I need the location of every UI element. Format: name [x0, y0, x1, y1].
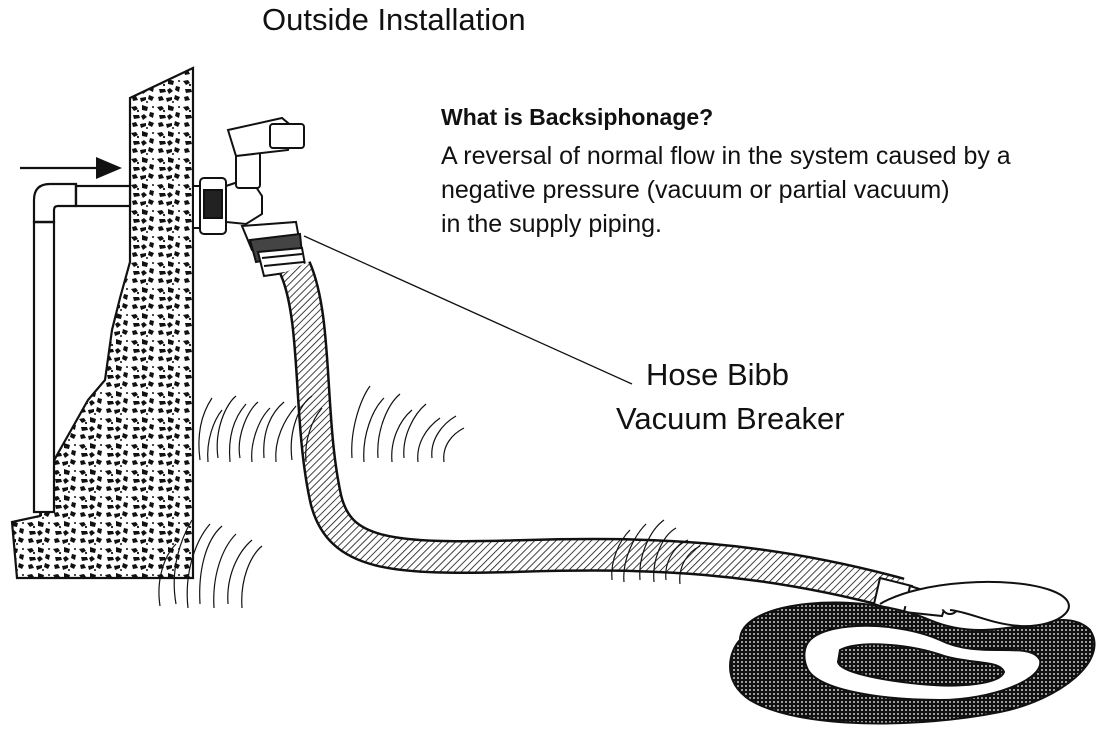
callout-leader-line [303, 235, 633, 385]
coiled-hose [729, 580, 1096, 725]
grass [158, 385, 701, 609]
faucet-icon [192, 116, 308, 278]
definition-line: A reversal of normal flow in the system … [441, 142, 1011, 170]
callout-label-line1: Hose Bibb [646, 357, 790, 392]
concrete-wall [10, 66, 195, 580]
definition-line: in the supply piping. [441, 210, 662, 238]
diagram-title: Outside Installation [262, 2, 526, 37]
callout-label-line2: Vacuum Breaker [616, 401, 845, 436]
supply-pipe [32, 182, 132, 514]
flow-arrow-icon [20, 157, 122, 179]
definition-heading: What is Backsiphonage? [441, 104, 714, 130]
definition-line: negative pressure (vacuum or partial vac… [441, 176, 950, 204]
